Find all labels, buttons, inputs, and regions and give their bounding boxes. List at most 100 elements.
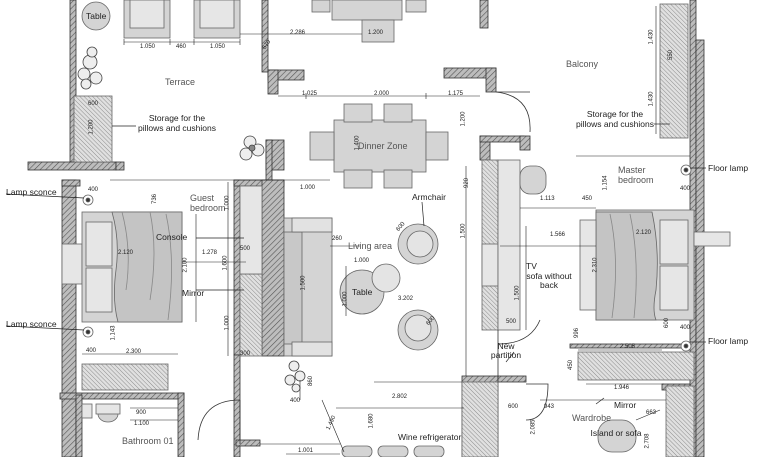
dim-label: 500 <box>506 319 517 325</box>
master-wardrobe <box>665 385 695 457</box>
dim-label: 1.000 <box>224 315 231 331</box>
dim-label: 400 <box>290 398 301 404</box>
mirror-guest-label: Mirror <box>182 288 205 298</box>
dim-label: 2.310 <box>592 257 599 273</box>
console-label: Console <box>156 232 188 242</box>
dim-label: 1.143 <box>110 325 117 341</box>
island-label: Island or sofa <box>590 428 642 438</box>
wine-refrigerator-label: Wine refrigerator <box>398 432 462 442</box>
plant-icon-dinner <box>239 135 265 161</box>
dim-label: 400 <box>680 186 691 192</box>
dim-label: 2.802 <box>392 394 408 400</box>
dim-label: 2.505 <box>620 344 636 350</box>
terrace-storage <box>73 95 113 163</box>
dim-label: 860 <box>308 375 315 387</box>
dim-label: 600 <box>88 101 99 107</box>
dim-label: 400 <box>88 187 99 193</box>
dim-label: 996 <box>574 327 581 339</box>
dim-label: 1.200 <box>88 119 95 135</box>
dim-label: 2.085 <box>530 419 537 435</box>
dim-label: 450 <box>568 359 575 371</box>
lamp-sconce-top-label: Lamp sconce <box>6 187 57 197</box>
terrace-table-label: Table <box>86 11 107 21</box>
dim-label: 1.000 <box>300 185 316 191</box>
mirror-master-label: Mirror <box>614 400 637 410</box>
room-label-balcony: Balcony <box>566 59 599 69</box>
plant-icon-living <box>284 360 306 393</box>
floor-lamp-bottom-label: Floor lamp <box>708 336 749 346</box>
dim-label: 1.000 <box>354 258 370 264</box>
dim-label: 1.600 <box>222 255 229 271</box>
room-label-terrace: Terrace <box>165 77 196 87</box>
balcony-storage <box>659 3 689 139</box>
dim-label: 1.946 <box>614 385 630 391</box>
dim-label: 600 <box>664 317 671 329</box>
living-furniture <box>283 159 547 457</box>
dim-label: 1.500 <box>460 223 467 239</box>
plant-icon-terrace <box>77 46 103 90</box>
dim-label: 1.566 <box>550 232 566 238</box>
dining-table <box>333 119 427 173</box>
bathroom-fixtures <box>81 403 121 423</box>
room-label-bathroom: Bathroom 01 <box>122 436 174 446</box>
dim-label: 2.000 <box>374 91 390 97</box>
room-label-dinner-zone: Dinner Zone <box>358 141 408 151</box>
floor-lamp-top-label: Floor lamp <box>708 163 749 173</box>
master-furniture <box>577 3 731 457</box>
armchair-label: Armchair <box>412 192 447 202</box>
dim-label: 2.286 <box>290 30 306 36</box>
dim-label: 450 <box>582 196 593 202</box>
dim-label: 1.200 <box>368 30 384 36</box>
dim-label: 736 <box>152 193 159 205</box>
room-label-master-bedroom: Master bedroom <box>618 165 654 185</box>
dim-label: 943 <box>544 404 555 410</box>
dim-label: 2.120 <box>636 230 652 236</box>
leader-lines <box>5 123 706 405</box>
dim-label: 1.680 <box>368 413 375 429</box>
storage-terrace-label: Storage for the pillows and cushions <box>138 113 216 133</box>
plant-icons <box>77 46 306 393</box>
guest-bedroom-furniture <box>61 185 263 391</box>
dinner-zone <box>309 103 449 189</box>
dim-label: 2.300 <box>126 349 142 355</box>
dim-label: 1.050 <box>210 44 226 50</box>
dim-label: 2.120 <box>118 250 134 256</box>
dim-label: 900 <box>136 410 147 416</box>
terrace-table <box>81 1 111 31</box>
dim-label: 1.500 <box>300 275 307 291</box>
guest-wardrobe <box>81 363 169 391</box>
terrace-furniture <box>73 0 427 163</box>
dim-label: 2.708 <box>644 433 651 449</box>
living-table-label: Table <box>352 287 373 297</box>
dim-label: 400 <box>86 348 97 354</box>
dim-label: 1.430 <box>648 91 655 107</box>
dim-label: 1.430 <box>648 29 655 45</box>
tv-label: TV <box>526 261 537 271</box>
dim-label: 1.000 <box>342 291 349 307</box>
dim-label: 1.400 <box>354 135 361 151</box>
dim-label: 1.025 <box>302 91 318 97</box>
dim-label: 1.000 <box>224 195 231 211</box>
guest-closet <box>239 273 263 357</box>
dim-label: 500 <box>240 246 251 252</box>
new-partition-label: New partition <box>490 341 522 361</box>
dim-label: 1.001 <box>298 448 314 454</box>
dim-label: 3.202 <box>398 296 414 302</box>
dim-label: 920 <box>464 177 471 189</box>
sofa-label: sofa without back <box>526 271 572 291</box>
dim-label: 400 <box>680 325 691 331</box>
dim-label: 460 <box>176 44 187 50</box>
doors <box>197 91 549 444</box>
dim-label: 663 <box>646 410 657 416</box>
dim-label: 300 <box>240 351 251 357</box>
island <box>597 419 637 453</box>
dim-label: 1.175 <box>448 91 464 97</box>
master-wardrobe-bottom <box>577 351 695 381</box>
room-label-wardrobe: Wardrobe <box>572 413 612 423</box>
dim-label: 2.100 <box>182 257 189 273</box>
dim-label: 1.200 <box>460 111 467 127</box>
dim-label: 1.154 <box>602 175 609 191</box>
dim-label: 1.278 <box>202 250 218 256</box>
storage-balcony-label: Storage for the pillows and cushions <box>576 109 654 129</box>
